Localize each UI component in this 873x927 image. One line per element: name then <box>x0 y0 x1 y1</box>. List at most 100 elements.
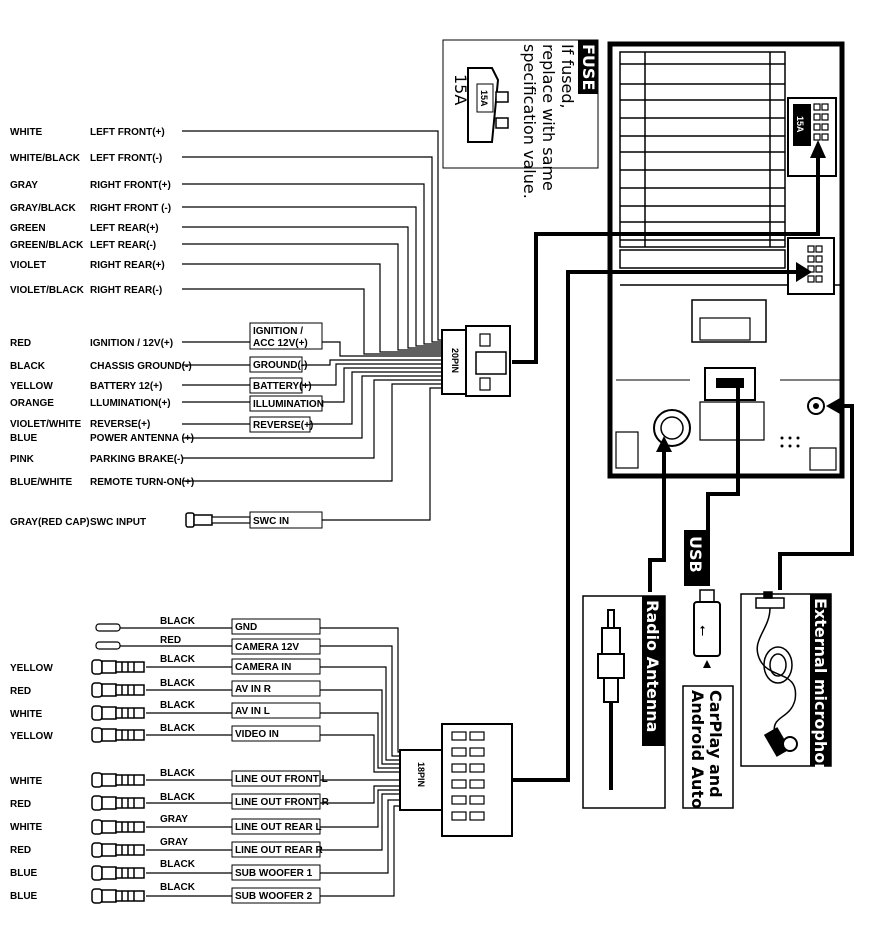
pin-lead-icons <box>95 623 121 650</box>
carplay-box: CarPlay and Android Auto <box>682 685 734 809</box>
wire-function-3: RIGHT FRONT (-) <box>90 203 171 214</box>
rca-color-5: YELLOW <box>10 731 53 742</box>
harness-20pin-label: 20PIN <box>450 348 460 373</box>
wire18-color-6: BLACK <box>160 768 196 779</box>
wire18-color-1: RED <box>160 635 181 646</box>
radio-antenna-box: Radio Antenna <box>582 595 666 809</box>
rca-color-7: RED <box>10 799 31 810</box>
tag-reverse: REVERSE(+) <box>253 420 313 431</box>
wire-function-15: REMOTE TURN-ON(+) <box>90 477 194 488</box>
wire-color-14: PINK <box>10 454 35 465</box>
wire-function-6: RIGHT REAR(+) <box>90 260 165 271</box>
wire-function-8: IGNITION / 12V(+) <box>90 338 173 349</box>
rca-color-2: YELLOW <box>10 663 53 674</box>
fuse-note-line-3: specification value. <box>520 44 539 199</box>
external-mic-box: External microphone <box>740 591 832 786</box>
tag18-5: VIDEO IN <box>235 729 279 740</box>
wire-color-10: YELLOW <box>10 381 53 392</box>
wire-color-13: BLUE <box>10 433 38 444</box>
tag18-11: SUB WOOFER 2 <box>235 891 313 902</box>
microphone-icon <box>755 591 798 757</box>
wire-function-14: PARKING BRAKE(-) <box>90 454 184 465</box>
rca-color-6: WHITE <box>10 776 43 787</box>
wire18-color-5: BLACK <box>160 723 196 734</box>
wire-function-5: LEFT REAR(-) <box>90 240 156 251</box>
fuse-icon: 15A <box>467 67 509 143</box>
wire-function-12: REVERSE(+) <box>90 419 150 430</box>
wire-color-12: VIOLET/WHITE <box>10 419 81 430</box>
tag-ground: GROUND(-) <box>253 360 307 371</box>
wire18-color-4: BLACK <box>160 700 196 711</box>
fuse-icon-label: 15A <box>479 90 489 107</box>
wire-function-13: POWER ANTENNA (+) <box>90 433 194 444</box>
tag18-9: LINE OUT REAR R <box>235 845 324 856</box>
wire18-color-11: BLACK <box>160 882 196 893</box>
wire-color-1: WHITE/BLACK <box>10 153 81 164</box>
wire-color-4: GREEN <box>10 223 46 234</box>
rca-color-11: BLUE <box>10 891 38 902</box>
wire18-color-0: BLACK <box>160 616 196 627</box>
fuse-note: FUSE If fused, replace with same specifi… <box>442 39 599 199</box>
wire-function-9: CHASSIS GROUND(-) <box>90 361 192 372</box>
wire-color-8: RED <box>10 338 31 349</box>
fuse-note-title: FUSE <box>579 44 598 90</box>
rca-color-3: RED <box>10 686 31 697</box>
rca-plug-icons <box>91 659 145 904</box>
wire-color-7: VIOLET/BLACK <box>10 285 85 296</box>
wire-color-5: GREEN/BLACK <box>10 240 84 251</box>
rca-color-9: RED <box>10 845 31 856</box>
tag18-1: CAMERA 12V <box>235 642 299 653</box>
usb-label-box: USB <box>684 530 710 586</box>
wire18-color-10: BLACK <box>160 859 196 870</box>
tag18-3: AV IN R <box>235 684 272 695</box>
swc-function: SWC INPUT <box>90 517 146 528</box>
carplay-label-2: Android Auto <box>688 690 707 809</box>
rca-color-10: BLUE <box>10 868 38 879</box>
wire-color-0: WHITE <box>10 127 43 138</box>
svg-text:⭠: ⭠ <box>695 625 711 636</box>
wire-function-1: LEFT FRONT(-) <box>90 153 162 164</box>
usb-label: USB <box>686 536 705 573</box>
harness-20pin: 20PIN <box>10 127 511 529</box>
tag-illumination: ILLUMINATION <box>253 399 324 410</box>
wire-function-0: LEFT FRONT(+) <box>90 127 165 138</box>
wire18-color-2: BLACK <box>160 654 196 665</box>
antenna-plug-icon <box>597 609 625 790</box>
main-cables <box>512 140 854 782</box>
wire-function-7: RIGHT REAR(-) <box>90 285 162 296</box>
wire-color-11: ORANGE <box>10 398 54 409</box>
harness-18pin-label: 18PIN <box>416 762 426 787</box>
wire-function-11: LLUMINATION(+) <box>90 398 171 409</box>
fuse-note-line-1: If fused, <box>558 44 577 109</box>
tag-ignition-2: ACC 12V(+) <box>253 338 308 349</box>
rear-fuse-label: 15A <box>795 116 805 133</box>
wire-color-2: GRAY <box>10 180 38 191</box>
swc-color: GRAY(RED CAP) <box>10 517 90 528</box>
tag18-4: AV IN L <box>235 706 270 717</box>
wire-color-6: VIOLET <box>10 260 46 271</box>
tag18-7: LINE OUT FRONT R <box>235 797 330 808</box>
usb-stick-icon: ⭠ <box>693 589 721 668</box>
heat-sink <box>619 51 786 248</box>
wire18-color-8: GRAY <box>160 814 188 825</box>
tag-swc: SWC IN <box>253 516 289 527</box>
wire-color-15: BLUE/WHITE <box>10 477 73 488</box>
carplay-label-1: CarPlay and <box>706 690 725 798</box>
tag-ignition-1: IGNITION / <box>253 326 303 337</box>
wire-color-3: GRAY/BLACK <box>10 203 77 214</box>
wire-function-4: LEFT REAR(+) <box>90 223 159 234</box>
harness-18pin: 18PIN <box>10 616 513 904</box>
external-mic-label: External microphone <box>811 598 830 786</box>
rca-color-8: WHITE <box>10 822 43 833</box>
radio-antenna-label: Radio Antenna <box>643 600 662 732</box>
tag18-6: LINE OUT FRONT L <box>235 774 328 785</box>
tag18-2: CAMERA IN <box>235 662 291 673</box>
wire-color-9: BLACK <box>10 361 46 372</box>
tag18-0: GND <box>235 622 257 633</box>
wire18-color-9: GRAY <box>160 837 188 848</box>
swc-plug-icon <box>185 512 251 528</box>
fuse-note-rating: 15A <box>451 74 470 105</box>
fuse-note-line-2: replace with same <box>539 44 558 191</box>
wire18-color-7: BLACK <box>160 792 196 803</box>
